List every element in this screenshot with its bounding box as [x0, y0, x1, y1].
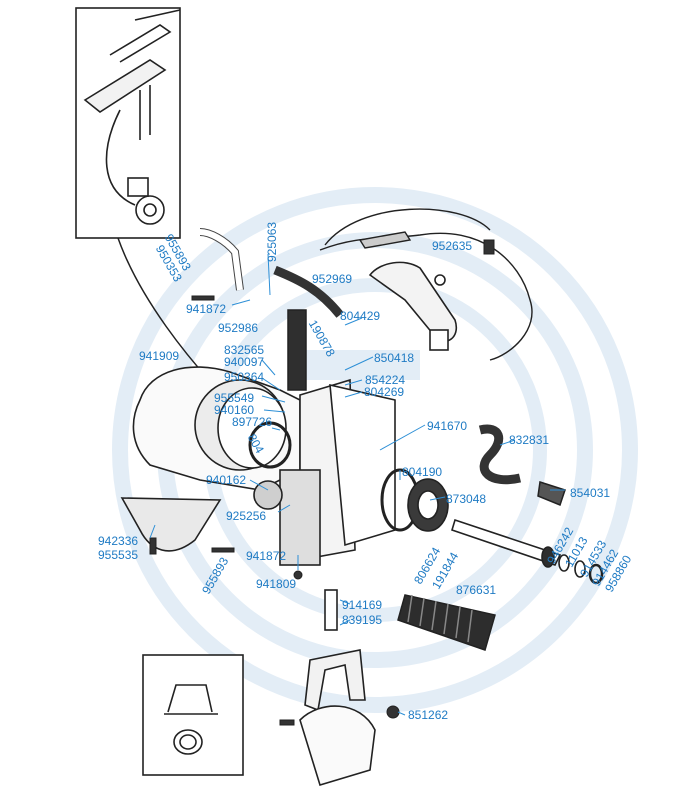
- part-label-876631: 876631: [456, 583, 497, 597]
- rubber-bellows: [397, 594, 496, 651]
- part-label-804190: 804190: [402, 465, 443, 479]
- part-label-839195: 839195: [342, 613, 383, 627]
- part-label-854224: 854224: [365, 373, 406, 387]
- part-label-851262: 851262: [408, 708, 449, 722]
- hoses: [199, 228, 566, 506]
- part-label-941872-lower: 941872: [246, 549, 287, 563]
- part-label-925063: 925063: [265, 221, 279, 262]
- part-label-952635: 952635: [432, 239, 473, 253]
- part-label-832565: 832565: [224, 343, 265, 357]
- part-label-955549: 955549: [214, 391, 255, 405]
- inset-detail-bottom: [142, 654, 244, 776]
- part-label-804269: 804269: [364, 385, 405, 399]
- part-label-950364: 950364: [224, 370, 265, 384]
- part-label-873048: 873048: [446, 492, 487, 506]
- part-label-925256: 925256: [226, 509, 267, 523]
- lever-bracket: [368, 261, 457, 351]
- shaft-assembly: [248, 421, 604, 585]
- part-label-952986: 952986: [218, 321, 259, 335]
- part-label-942336: 942336: [98, 534, 139, 548]
- part-label-897726: 897726: [232, 415, 273, 429]
- part-label-940160: 940160: [214, 403, 255, 417]
- mounting-plate: [279, 378, 396, 566]
- part-label-955535: 955535: [98, 548, 139, 562]
- part-label-941909: 941909: [139, 349, 180, 363]
- part-label-941872: 941872: [186, 302, 227, 316]
- part-label-850418: 850418: [374, 351, 415, 365]
- part-label-914169: 914169: [342, 598, 383, 612]
- part-label-941809: 941809: [256, 577, 297, 591]
- callout-leaders: [149, 253, 565, 716]
- part-label-832831: 832831: [509, 433, 550, 447]
- part-label-940097: 940097: [224, 355, 265, 369]
- shift-fork: [299, 589, 376, 786]
- part-label-940162: 940162: [206, 473, 247, 487]
- part-label-941670: 941670: [427, 419, 468, 433]
- inset-detail-top: [75, 7, 181, 239]
- gear-housing: [120, 366, 301, 552]
- part-label-854031: 854031: [570, 486, 611, 500]
- part-label-804429: 804429: [340, 309, 381, 323]
- small-bolts: [149, 239, 495, 726]
- part-label-952969: 952969: [312, 272, 353, 286]
